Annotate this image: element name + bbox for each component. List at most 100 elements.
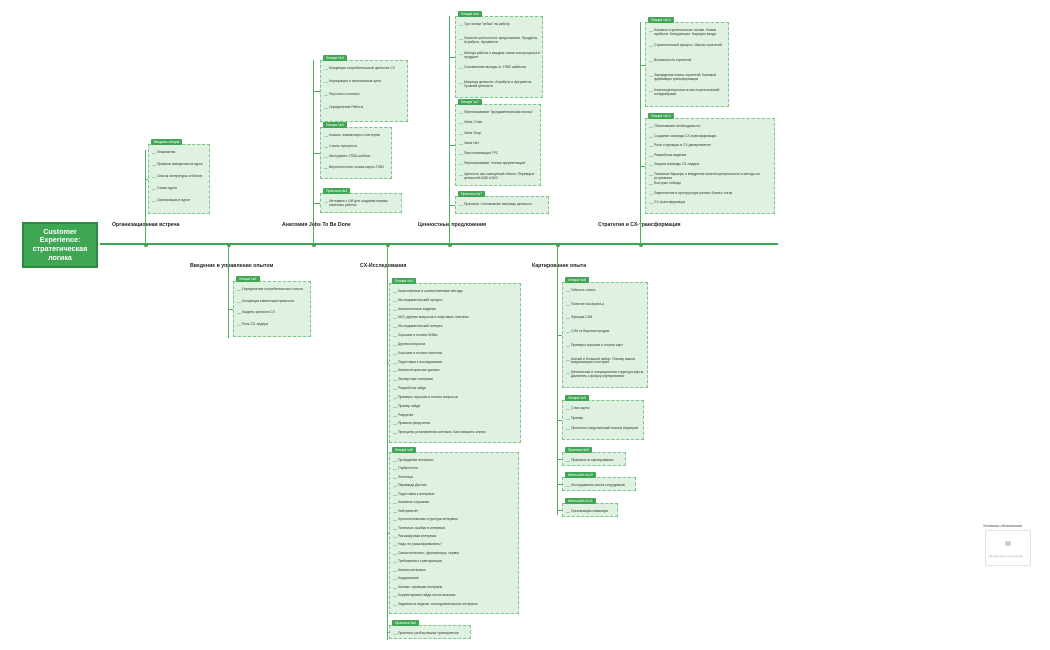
item-connector <box>393 503 397 505</box>
box-item: Пример <box>571 416 584 420</box>
item-connector <box>393 424 397 426</box>
item-connector <box>649 174 653 176</box>
box-item: Принципы установления контакта. Как повы… <box>398 430 486 435</box>
box-item: Правила рекрутинга <box>398 421 430 426</box>
box-item: Переписывание "фундаментальная логика" <box>464 110 534 114</box>
box-connector <box>449 57 455 58</box>
item-connector <box>393 477 397 479</box>
item-connector <box>649 91 653 92</box>
fishbone-spine <box>100 243 778 245</box>
box-item: Типичные барьеры и внедрение клиентоцент… <box>654 171 761 180</box>
box-item: Гибкость опыта <box>571 288 596 292</box>
box-connector <box>449 205 455 206</box>
root-node[interactable]: Customer Experience: стратегическая логи… <box>22 222 98 268</box>
box-item: Интервью с ИИ для создания первых пачечн… <box>329 199 388 207</box>
item-connector <box>393 461 397 462</box>
box-item: Базовые стратегические логики. Новые при… <box>654 28 717 36</box>
box-item: Концепция клиентоцентричности <box>242 298 295 303</box>
box-item: Организация в курсе <box>157 198 190 202</box>
item-connector <box>459 143 463 145</box>
box-item: Пирамида Дилтса <box>398 483 427 488</box>
item-connector <box>152 177 156 178</box>
box-item: Вложенность стратегий <box>654 58 692 62</box>
box-item: Закрепление в оргструктуре разных бизнес… <box>654 190 733 195</box>
box-item: Организация семинара <box>571 509 608 513</box>
branch-dot <box>143 242 148 247</box>
box-connector <box>387 533 389 534</box>
box-item: Качественные и количественные методы <box>398 289 463 293</box>
box-item: CX-трансформация <box>654 200 686 205</box>
item-connector <box>459 53 463 55</box>
box-item: Лестница <box>398 474 413 479</box>
item-connector <box>393 327 397 329</box>
box-item: Пример гайда <box>398 403 421 408</box>
branch-label-top[interactable]: Анатомия Jobs To Be Done <box>282 222 351 228</box>
item-connector <box>393 406 397 408</box>
box-item: Модель зрелости CX <box>242 310 276 314</box>
box-item: Матрица ценности. Атрибуты и Аргументы. … <box>464 79 533 88</box>
item-connector <box>393 604 397 606</box>
box-item: Разработка гайда <box>398 386 426 391</box>
box-item: Расшифровка интервью <box>398 534 437 538</box>
box-item: Классы, экземпляры и паттерны <box>329 133 381 137</box>
branch-stem <box>387 244 388 640</box>
item-connector <box>649 165 653 167</box>
item-connector <box>393 553 397 555</box>
branch-stem <box>557 244 558 515</box>
box-connector <box>557 459 562 460</box>
item-connector <box>393 300 397 302</box>
box-item: Ценность как совокупный объект. Переворо… <box>464 171 535 180</box>
box-item: Обоснование необходимости <box>654 124 701 128</box>
branch-label-top[interactable]: Стратегия и CX-трансформация <box>598 222 681 228</box>
branch-label-top[interactable]: Ценностные предложения <box>418 222 487 228</box>
item-connector <box>393 397 397 399</box>
item-connector <box>393 415 397 417</box>
box-item: Знакомство <box>157 150 176 154</box>
box-item: Корпорация и изначальные цели <box>329 79 381 83</box>
box-item: Быстрые победы <box>654 181 681 186</box>
box-connector <box>449 145 455 146</box>
item-connector <box>393 292 397 293</box>
item-connector <box>393 545 397 547</box>
legend-panel[interactable]: Дизайн-проект (обучающий) <box>985 530 1031 566</box>
item-connector <box>393 511 397 513</box>
box-item: Самостоятельно, фрилансеры, сервис <box>398 550 460 555</box>
item-connector <box>566 429 570 430</box>
item-connector <box>566 345 570 347</box>
legend-caption: Дизайн-проект (обучающий) <box>989 555 1024 558</box>
item-connector <box>393 469 397 471</box>
branch-label-bottom[interactable]: CX-Исследования <box>360 263 407 269</box>
box-item: Роль CX-лидера <box>242 321 268 326</box>
item-connector <box>649 155 653 157</box>
box-item: Клиентоцентричность как стратегический п… <box>654 88 720 96</box>
box-item: Подготовка к исследованию <box>398 359 443 364</box>
item-connector <box>324 157 328 158</box>
box-connector <box>387 632 389 633</box>
item-connector <box>459 68 463 70</box>
item-connector <box>566 318 570 320</box>
box-tag: Практика №5 <box>392 620 420 626</box>
item-connector <box>649 184 653 186</box>
branch-label-bottom[interactable]: Картирование опыта <box>532 263 587 269</box>
branch-stem <box>640 22 641 244</box>
branch-label-bottom[interactable]: Введение в управление опытом <box>190 263 274 269</box>
box-item: Типичные ошибки в интервью <box>398 525 446 530</box>
